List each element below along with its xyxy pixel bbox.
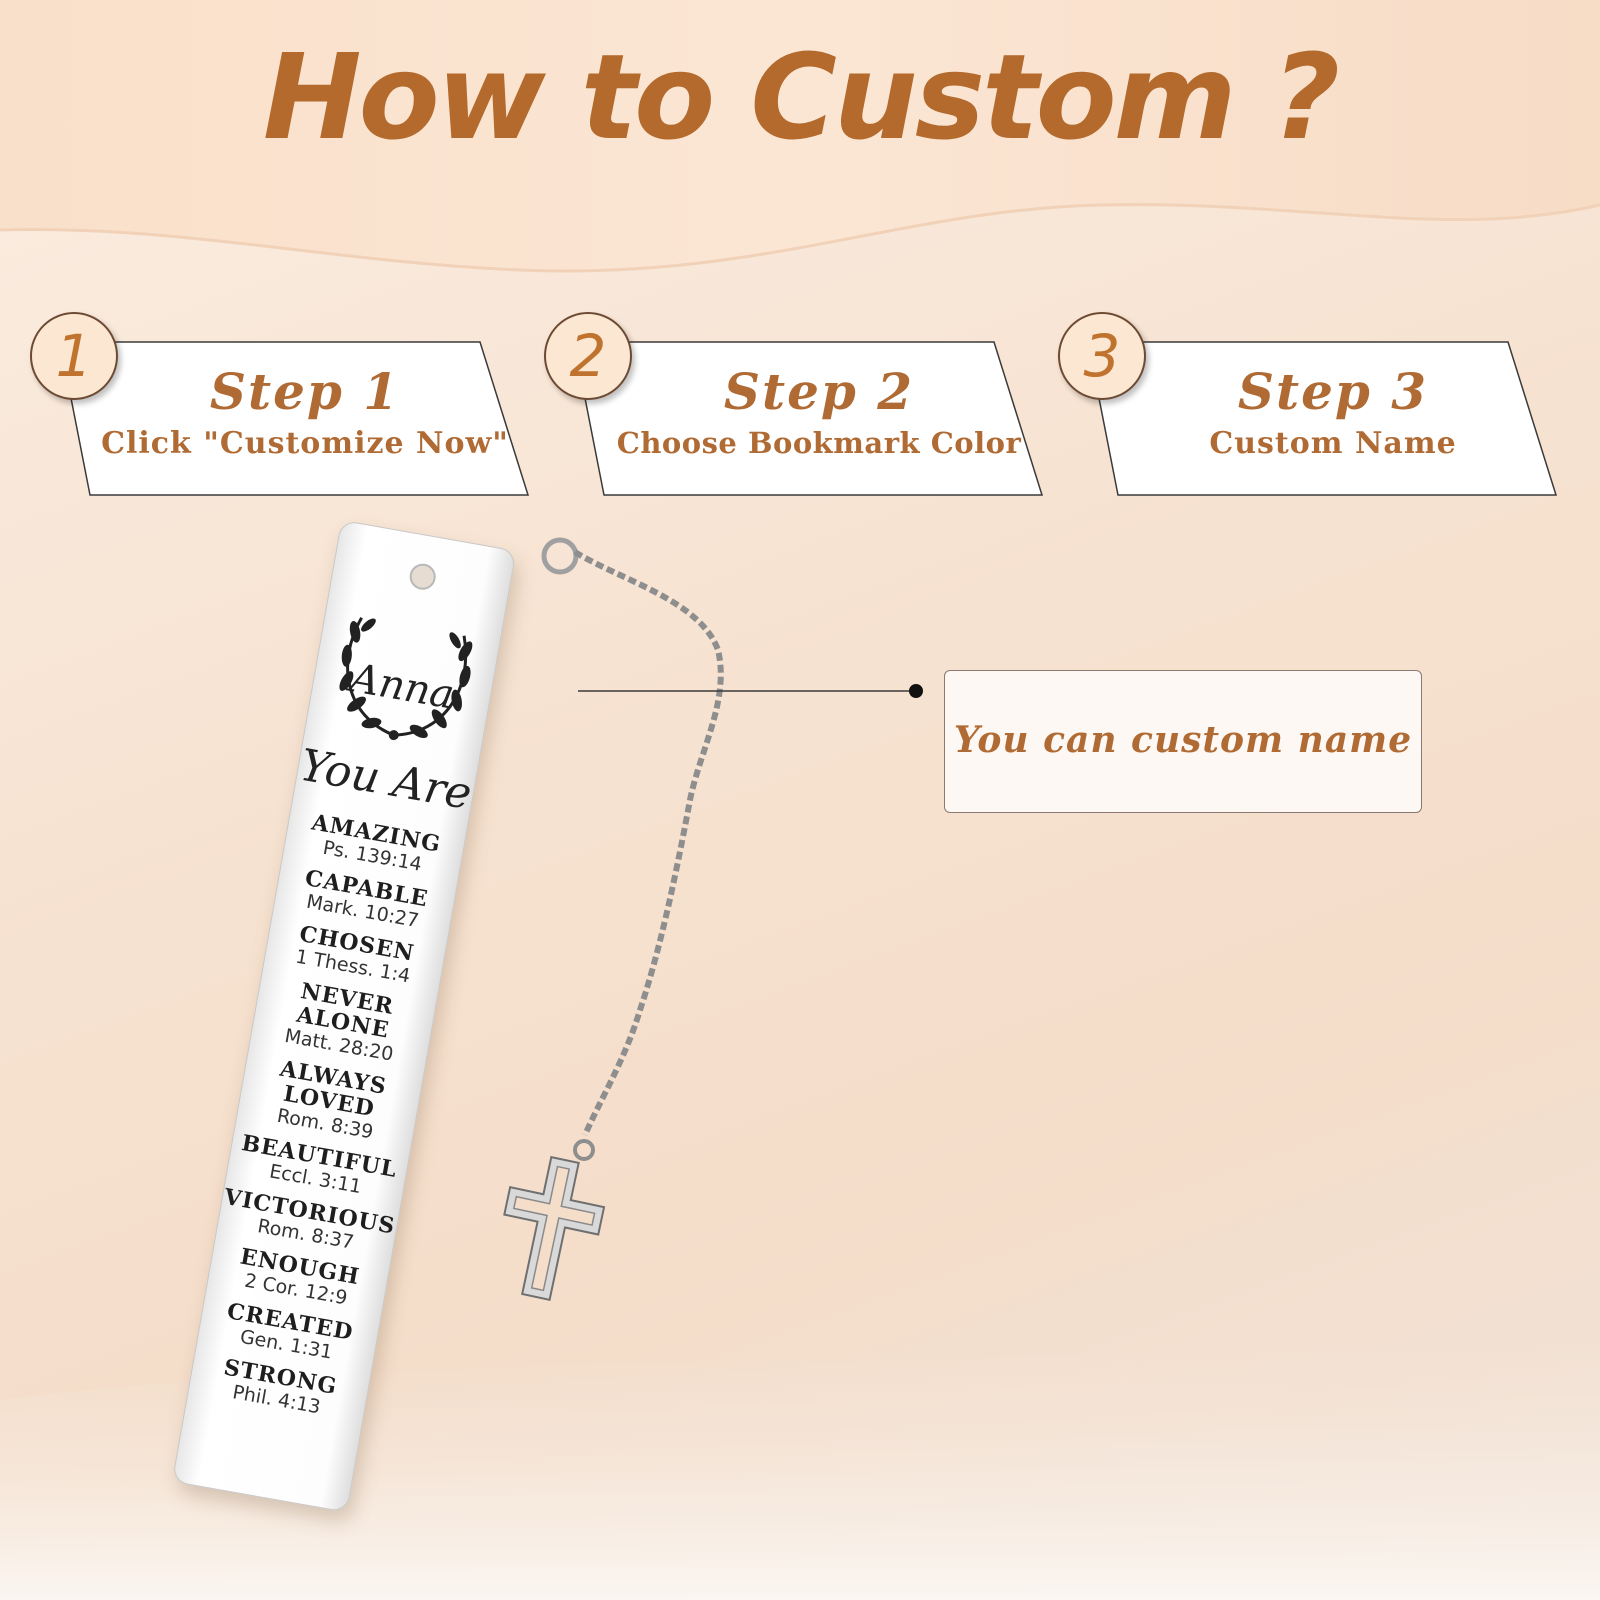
step-number-badge: 2 (544, 312, 632, 400)
step-card-2: Step 2 Choose Bookmark Color (564, 340, 1044, 497)
step-card-shape (573, 341, 1044, 496)
step-title: Step 2 (723, 362, 915, 421)
step-card-shape (1087, 341, 1558, 496)
step-card-3: Step 3 Custom Name (1078, 340, 1558, 497)
step-number-badge: 3 (1058, 312, 1146, 400)
table-surface (0, 1340, 1600, 1600)
step-card-shape (59, 341, 530, 496)
step-title: Step 1 (209, 362, 401, 421)
step-card-1: Step 1 Click "Customize Now" (50, 340, 530, 497)
cross-icon (503, 1155, 606, 1302)
callout-text: You can custom name (953, 719, 1413, 761)
leader-dot (909, 684, 923, 698)
laurel-wreath-icon (339, 616, 473, 741)
header-band (0, 0, 1600, 273)
step-title: Step 3 (1237, 362, 1429, 421)
page-title: How to Custom ? (262, 28, 1340, 166)
step-description: Click "Customize Now" (101, 426, 509, 461)
step-description: Custom Name (1209, 426, 1457, 461)
bookmark-hole (407, 561, 438, 592)
custom-name-callout: You can custom name (944, 670, 1422, 813)
step-description: Choose Bookmark Color (616, 426, 1022, 460)
step-number-badge: 1 (30, 312, 118, 400)
